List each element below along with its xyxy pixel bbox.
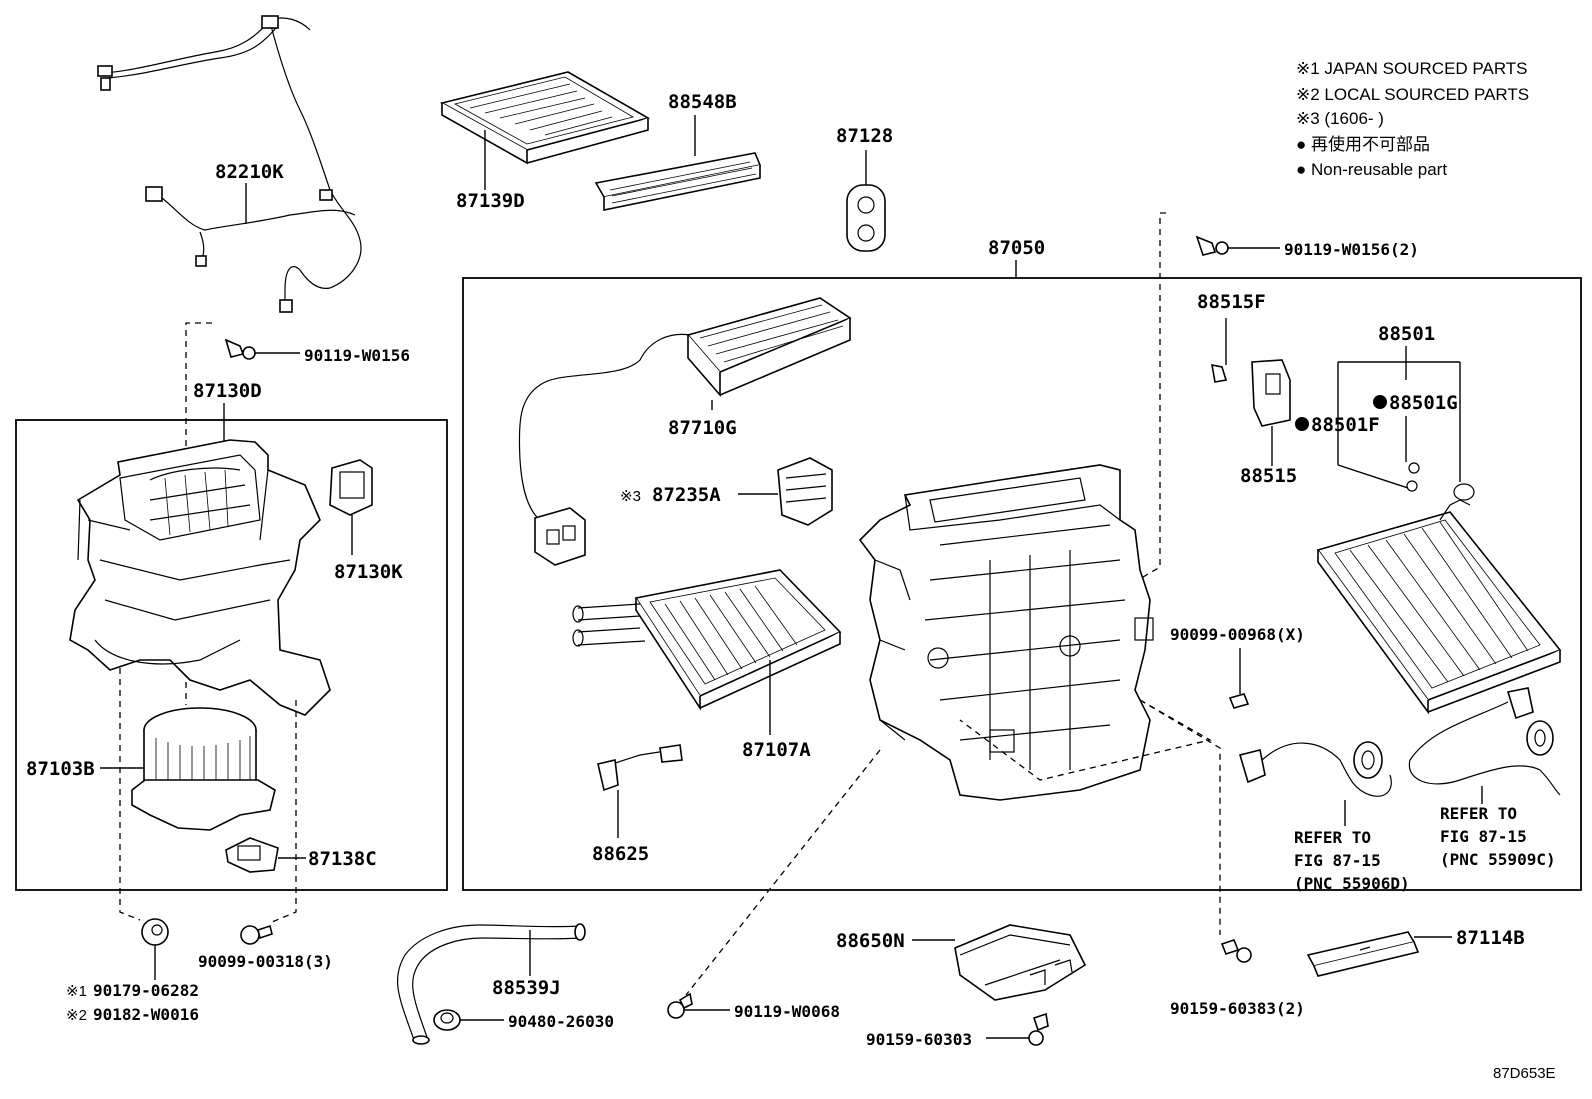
label-87710G: 87710G bbox=[668, 417, 737, 439]
mark-87235A: ※3 bbox=[620, 488, 641, 505]
blower-case-drawing bbox=[69, 439, 331, 716]
label-88501: 88501 bbox=[1378, 323, 1435, 345]
label-88515: 88515 bbox=[1240, 465, 1297, 487]
refer-right-line3: (PNC 55909C) bbox=[1440, 850, 1556, 869]
label-90159-60303: 90159-60303 bbox=[866, 1030, 972, 1049]
label-88515F: 88515F bbox=[1197, 291, 1266, 313]
non-reusable-dot-88501G bbox=[1373, 395, 1387, 409]
air-filter-drawing bbox=[439, 71, 651, 190]
label-90182-W0016: 90182-W0016 bbox=[93, 1005, 199, 1024]
heater-unit-frame bbox=[462, 277, 1582, 891]
legend-non-reusable-en: ● Non-reusable part bbox=[1296, 160, 1447, 179]
label-88501F: 88501F bbox=[1311, 414, 1380, 436]
drain-hose-drawing bbox=[397, 923, 586, 1045]
clip-90099-00968 bbox=[1228, 648, 1250, 709]
dashed-leader-screw bbox=[271, 700, 297, 923]
screw-90159-60383 bbox=[1220, 939, 1252, 963]
screw-90119-W0156-2 bbox=[1137, 212, 1280, 581]
legend: ※1 JAPAN SOURCED PARTS ※2 LOCAL SOURCED … bbox=[1296, 59, 1529, 179]
heater-radiator-drawing bbox=[572, 569, 842, 735]
blower-assembly-frame bbox=[15, 419, 448, 891]
grommet-90179 bbox=[141, 918, 169, 980]
label-87138C: 87138C bbox=[308, 848, 377, 870]
refer-left-line1: REFER TO bbox=[1294, 828, 1371, 847]
heater-unit-body-drawing bbox=[858, 464, 1154, 801]
label-87130D: 87130D bbox=[193, 380, 262, 402]
label-87103B: 87103B bbox=[26, 758, 95, 780]
label-90099-00968: 90099-00968(X) bbox=[1170, 625, 1305, 644]
refer-right-line2: FIG 87-15 bbox=[1440, 827, 1527, 846]
legend-local-sourced: ※2 LOCAL SOURCED PARTS bbox=[1296, 85, 1529, 104]
label-87128: 87128 bbox=[836, 125, 893, 147]
label-90099-00318: 90099-00318(3) bbox=[198, 952, 333, 971]
thermistor-left-drawing bbox=[1238, 741, 1392, 797]
figure-code: 87D653E bbox=[1493, 1065, 1556, 1082]
refer-left-line3: (PNC 55906D) bbox=[1294, 874, 1410, 893]
label-87130K: 87130K bbox=[334, 561, 403, 583]
label-88650N: 88650N bbox=[836, 930, 905, 952]
duct-87114B-drawing bbox=[1306, 931, 1452, 977]
dashed-unit-outline bbox=[959, 699, 1212, 781]
label-90119-W0156: 90119-W0156 bbox=[304, 346, 410, 365]
label-88539J: 88539J bbox=[492, 977, 561, 999]
resistor-drawing bbox=[225, 837, 306, 873]
label-87235A: 87235A bbox=[652, 484, 721, 506]
label-88625: 88625 bbox=[592, 843, 649, 865]
legend-japan-sourced: ※1 JAPAN SOURCED PARTS bbox=[1296, 59, 1528, 78]
blower-motor-drawing bbox=[100, 707, 276, 831]
label-87139D: 87139D bbox=[456, 190, 525, 212]
label-90159-60383: 90159-60383(2) bbox=[1170, 999, 1305, 1018]
label-90119-W0068: 90119-W0068 bbox=[734, 1002, 840, 1021]
refer-right-line1: REFER TO bbox=[1440, 804, 1517, 823]
ecu-88650N-drawing bbox=[912, 924, 1087, 1001]
label-88501G: 88501G bbox=[1389, 392, 1458, 414]
legend-date-range: ※3 (1606- ) bbox=[1296, 109, 1384, 128]
label-90480-26030: 90480-26030 bbox=[508, 1012, 614, 1031]
expansion-valve-drawing bbox=[1211, 318, 1291, 466]
sensor-88625-drawing bbox=[597, 744, 683, 838]
screw-90159-60303 bbox=[986, 1012, 1049, 1046]
ptc-heater-drawing bbox=[518, 297, 852, 566]
evaporator-drawing bbox=[1316, 462, 1562, 715]
screw-90099-00318 bbox=[240, 924, 273, 945]
screw-90119-W0068 bbox=[667, 992, 730, 1019]
plug-90480-26030 bbox=[433, 1009, 504, 1031]
label-87050: 87050 bbox=[988, 237, 1045, 259]
label-82210K: 82210K bbox=[215, 161, 284, 183]
cover-87235A-drawing bbox=[738, 457, 833, 526]
mark-japan-sourced: ※1 bbox=[66, 983, 87, 1000]
grommet-drawing bbox=[846, 150, 886, 252]
thermistor-right-drawing bbox=[1408, 687, 1561, 796]
dashed-leader-grommet bbox=[119, 668, 141, 921]
non-reusable-dot-88501F bbox=[1295, 417, 1309, 431]
filter-cover-drawing bbox=[594, 115, 762, 211]
refer-left-line2: FIG 87-15 bbox=[1294, 851, 1381, 870]
label-88548B: 88548B bbox=[668, 91, 737, 113]
label-90179-06282: 90179-06282 bbox=[93, 981, 199, 1000]
wire-harness-drawing bbox=[97, 15, 362, 313]
label-87107A: 87107A bbox=[742, 739, 811, 761]
evaporator-leaders bbox=[1337, 346, 1461, 489]
label-90119-W0156-2: 90119-W0156(2) bbox=[1284, 240, 1419, 259]
mark-local-sourced: ※2 bbox=[66, 1007, 87, 1024]
dashed-leader-90159-60383 bbox=[1139, 699, 1221, 935]
servo-motor-drawing bbox=[329, 459, 373, 555]
label-87114B: 87114B bbox=[1456, 927, 1525, 949]
legend-non-reusable-jp: ● 再使用不可部品 bbox=[1296, 134, 1430, 154]
dashed-leader-90119-W0068 bbox=[685, 749, 881, 996]
